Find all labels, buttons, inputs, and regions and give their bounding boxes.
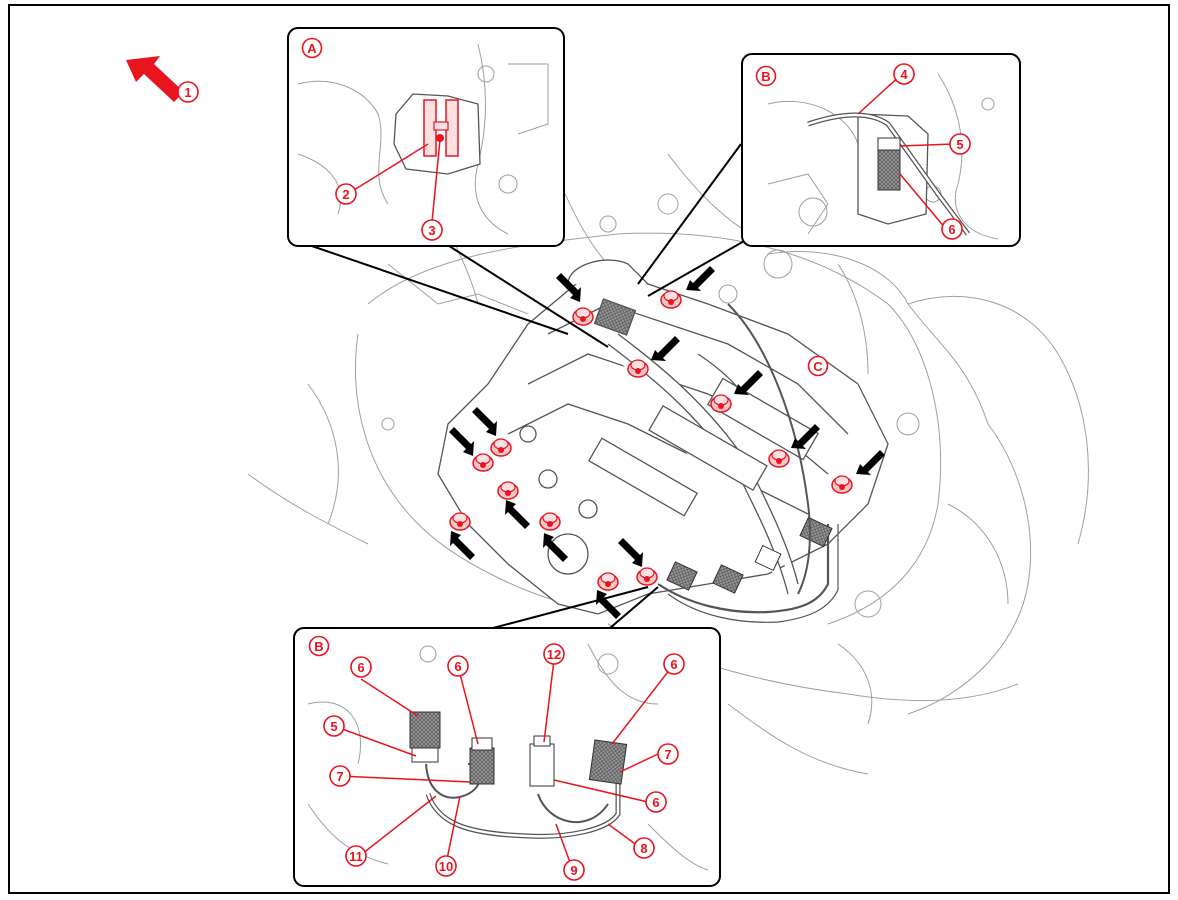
svg-text:9: 9 bbox=[570, 863, 577, 878]
front-direction-arrow bbox=[126, 56, 184, 102]
detail-leader-lines bbox=[305, 143, 747, 629]
callout-2: 2 bbox=[335, 183, 357, 205]
svg-text:7: 7 bbox=[336, 769, 343, 784]
svg-text:5: 5 bbox=[330, 719, 337, 734]
svg-text:6: 6 bbox=[357, 660, 364, 675]
callout-1: 1 bbox=[177, 81, 199, 103]
svg-text:6: 6 bbox=[652, 795, 659, 810]
callout-8: 8 bbox=[633, 837, 655, 859]
svg-text:8: 8 bbox=[640, 841, 647, 856]
callout-7-a: 7 bbox=[329, 765, 351, 787]
view-a-label: A bbox=[301, 37, 323, 59]
svg-text:B: B bbox=[314, 639, 323, 654]
svg-text:11: 11 bbox=[349, 849, 363, 864]
detail-b-bottom-box bbox=[293, 627, 721, 887]
callout-4: 4 bbox=[893, 63, 915, 85]
callout-6-a: 6 bbox=[350, 656, 372, 678]
svg-text:1: 1 bbox=[184, 85, 191, 100]
view-b-top-label: B bbox=[755, 65, 777, 87]
view-b-bottom-label: B bbox=[308, 635, 330, 657]
callout-3: 3 bbox=[421, 219, 443, 241]
callout-5-bottom: 5 bbox=[323, 715, 345, 737]
detail-b-top-box bbox=[741, 53, 1021, 247]
svg-text:B: B bbox=[761, 69, 770, 84]
callout-12: 12 bbox=[543, 643, 565, 665]
view-c-label: C bbox=[807, 355, 829, 377]
detail-a-box bbox=[287, 27, 565, 247]
svg-text:2: 2 bbox=[342, 187, 349, 202]
svg-text:C: C bbox=[813, 359, 823, 374]
callout-leaders bbox=[333, 73, 955, 869]
numbered-callouts: 1 2 3 4 5 6 6 6 12 6 5 7 7 6 8 9 10 11 bbox=[177, 63, 971, 881]
callout-6-b: 6 bbox=[447, 655, 469, 677]
svg-text:A: A bbox=[307, 41, 317, 56]
svg-text:6: 6 bbox=[454, 659, 461, 674]
callout-11: 11 bbox=[345, 845, 367, 867]
callout-6-d: 6 bbox=[645, 791, 667, 813]
svg-text:10: 10 bbox=[439, 859, 453, 874]
callout-9: 9 bbox=[563, 859, 585, 881]
svg-text:7: 7 bbox=[664, 747, 671, 762]
svg-text:6: 6 bbox=[670, 657, 677, 672]
harness-connectors bbox=[657, 303, 839, 623]
svg-text:5: 5 bbox=[956, 137, 963, 152]
callout-6-top: 6 bbox=[941, 218, 963, 240]
diagram-canvas: A B B C 1 2 3 4 5 6 6 6 12 6 5 7 7 6 8 9… bbox=[8, 4, 1170, 894]
callout-6-c: 6 bbox=[663, 653, 685, 675]
callout-7-b: 7 bbox=[657, 743, 679, 765]
svg-text:4: 4 bbox=[900, 67, 908, 82]
svg-text:6: 6 bbox=[948, 222, 955, 237]
svg-text:12: 12 bbox=[547, 647, 561, 662]
callout-5-top: 5 bbox=[949, 133, 971, 155]
view-labels: A B B C bbox=[301, 37, 829, 657]
callout-10: 10 bbox=[435, 855, 457, 877]
svg-text:3: 3 bbox=[428, 223, 435, 238]
